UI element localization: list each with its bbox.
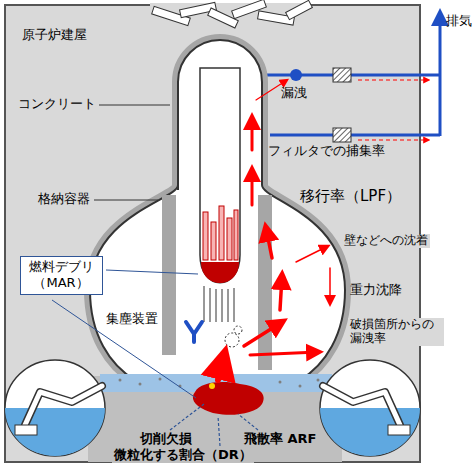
leader	[94, 200, 158, 201]
particle	[317, 379, 320, 382]
arrow	[266, 228, 272, 258]
transport-arrows	[218, 80, 330, 380]
callout-label: 壁などへの沈着	[342, 234, 430, 248]
chamber-water	[320, 408, 420, 456]
callout-label: 飛散率 ARF	[242, 432, 318, 447]
vessel-debris	[201, 262, 239, 283]
pedestal-wall	[162, 195, 176, 355]
fuel-remnants	[203, 206, 238, 260]
leak-valve	[290, 69, 302, 81]
callout-label: 微粒化する割合（DR）	[112, 448, 254, 463]
callout-label: 切削欠損	[138, 432, 194, 447]
callout-label: フィルタでの捕集率	[268, 144, 385, 159]
arrow	[244, 322, 282, 346]
pressure-vessel	[200, 68, 240, 283]
particle-cloud	[225, 326, 242, 347]
pedestal-wall	[258, 195, 272, 370]
leader	[170, 404, 204, 430]
filter	[333, 68, 351, 82]
callout-label: 格納容器	[38, 192, 90, 207]
particle	[279, 381, 282, 384]
robot-arm	[323, 386, 400, 425]
fuel-rod	[219, 206, 224, 260]
containment-vessel	[90, 40, 345, 380]
cloud	[234, 326, 242, 334]
robot-arms	[25, 386, 400, 425]
particle	[159, 378, 162, 381]
tube	[228, 289, 229, 322]
settle-arrow	[329, 268, 331, 304]
leader	[218, 416, 220, 446]
dust-collector	[186, 322, 202, 342]
drive-tubes	[204, 286, 234, 322]
pipe	[270, 134, 440, 137]
callout-label: 排気	[446, 14, 472, 29]
robot-base	[388, 425, 410, 435]
chamber-water	[5, 408, 105, 456]
leader-lines	[52, 105, 198, 398]
callout-label: 重力沈降	[350, 283, 402, 298]
filter	[333, 128, 351, 142]
particle	[299, 385, 302, 388]
tube	[204, 286, 205, 322]
tube	[216, 289, 217, 322]
leak-arrow	[250, 352, 318, 355]
arrow	[251, 118, 254, 150]
leader	[106, 270, 198, 274]
callout-label: 移行率（LPF）	[300, 188, 401, 205]
robot-base	[15, 425, 37, 435]
callout-label: 原子炉建屋	[22, 28, 87, 43]
exhaust-pipes	[262, 14, 440, 136]
box-text: 燃料デブリ （MAR）	[25, 259, 97, 290]
label-box: 燃料デブリ （MAR）	[20, 256, 103, 295]
cloud	[225, 333, 239, 347]
concrete-shield	[90, 40, 345, 380]
flow-arrow	[358, 79, 428, 80]
suppression-chamber	[320, 360, 420, 456]
fuel-rod	[227, 218, 232, 260]
callout-label: 集塵装置	[106, 312, 158, 327]
fuel-rod	[203, 212, 208, 260]
robot-arm	[323, 386, 400, 425]
arrow	[251, 170, 254, 205]
flow-arrow	[358, 139, 428, 140]
deposit-arrow	[296, 246, 328, 262]
tube	[222, 289, 223, 322]
callout-label: コンクリート	[18, 97, 96, 112]
callout-label: 漏洩	[281, 86, 307, 101]
leader	[238, 414, 258, 430]
particle	[119, 379, 122, 382]
fuel-rod	[234, 210, 238, 260]
particle	[139, 383, 142, 386]
callout-label: 破損箇所からの 漏洩率	[348, 318, 444, 346]
leader	[52, 300, 196, 398]
stack-pipe	[439, 14, 442, 136]
arrow	[218, 356, 224, 380]
roof-slab	[286, 0, 313, 19]
roof-debris	[150, 0, 312, 37]
floor-debris	[193, 382, 264, 415]
tube	[234, 288, 235, 322]
fuel-rod	[211, 222, 216, 260]
robot-arm	[25, 386, 102, 425]
flow-dashed	[358, 80, 428, 140]
suppression-chamber	[5, 360, 105, 456]
leader	[99, 105, 170, 106]
arrow	[280, 276, 282, 310]
robot-arm	[25, 386, 102, 425]
roof-gap	[150, 3, 310, 37]
tube	[210, 288, 211, 322]
cutting-point	[209, 383, 215, 389]
